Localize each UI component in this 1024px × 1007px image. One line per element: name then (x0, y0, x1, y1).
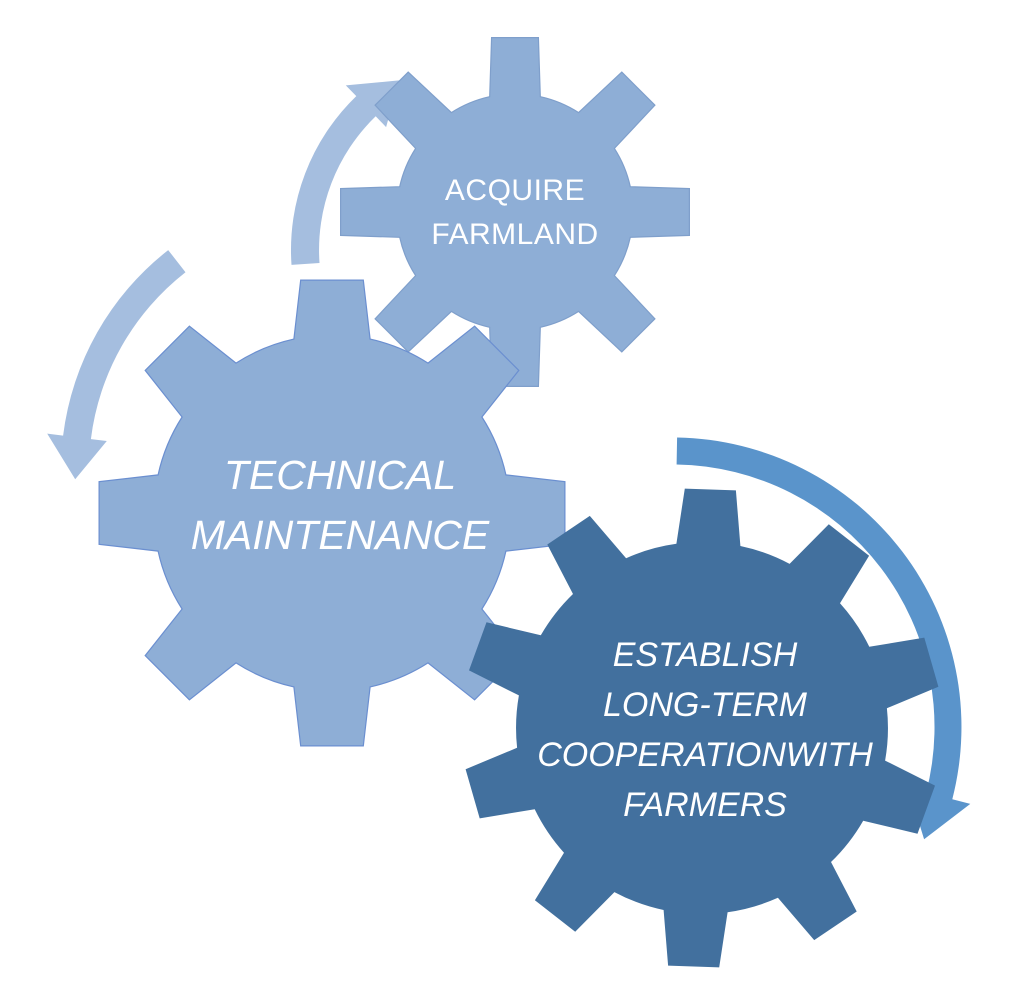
gear-icon (98, 279, 566, 747)
curved-arrow-icon (676, 437, 971, 840)
gear-icon (340, 37, 690, 387)
curved-arrow-icon (290, 80, 399, 265)
curved-arrow-icon (47, 250, 186, 480)
gear-icon (465, 488, 939, 968)
